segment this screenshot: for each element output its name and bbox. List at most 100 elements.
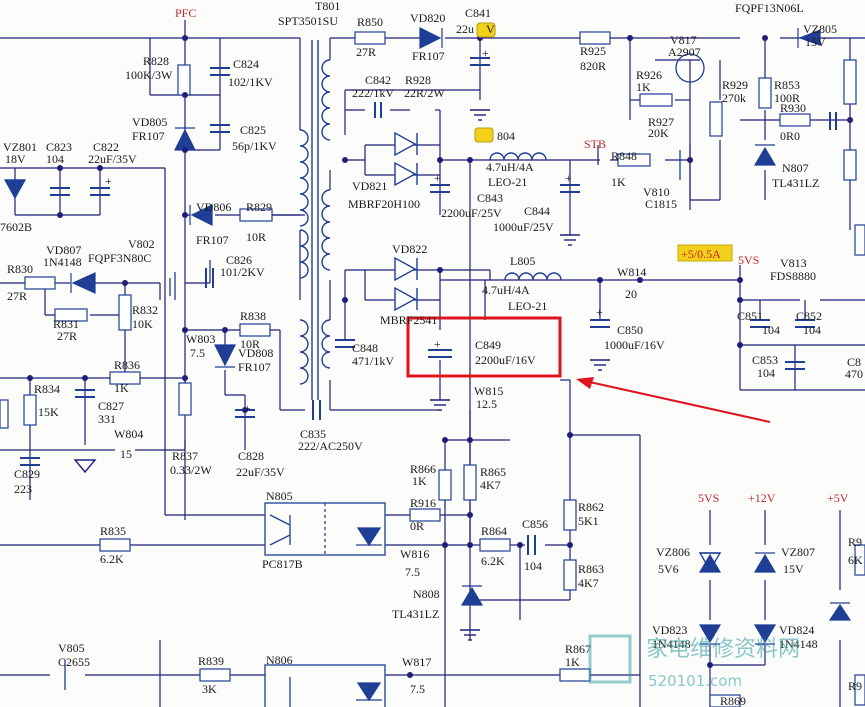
c827-value: 331 — [98, 412, 116, 426]
r828-label: R828 — [143, 54, 169, 68]
w814-label: W814 — [617, 265, 646, 279]
svg-text:+: + — [105, 174, 112, 188]
watermark-text: 家电维修资料网 — [646, 637, 800, 662]
c852-value: 104 — [803, 323, 821, 337]
vd820-value: FR107 — [412, 49, 445, 63]
r928-label: R928 — [405, 73, 431, 87]
resistors — [0, 31, 865, 707]
r850-label: R850 — [357, 15, 383, 29]
c822-label: C822 — [93, 140, 119, 154]
r869-label: R869 — [720, 694, 746, 707]
5vs-rail-label: 5VS — [698, 491, 719, 505]
r853-value: 100R — [774, 91, 800, 105]
c856-value: 104 — [524, 559, 542, 573]
c853-label: C853 — [752, 353, 778, 367]
w803-value: 7.5 — [190, 346, 205, 360]
r836-value: 1K — [114, 381, 129, 395]
c852-label: C852 — [796, 309, 822, 323]
vz807-value: 15V — [783, 562, 804, 576]
vz806-label: VZ806 — [656, 545, 690, 559]
l804-label: 804 — [497, 129, 515, 143]
l804-value: 4.7uH/4A — [486, 160, 534, 174]
r9x-label: R9 — [848, 535, 862, 549]
r9x-value: 6K — [848, 553, 863, 567]
r867-value: 1K — [565, 655, 580, 669]
vd823-value: 1N4148 — [652, 637, 691, 651]
pc817b-label: PC817B — [262, 557, 303, 571]
c835-label: C835 — [300, 427, 326, 441]
vd808-value: FR107 — [238, 360, 271, 374]
r836-label: R836 — [114, 358, 140, 372]
l804-type: LEO-21 — [488, 175, 527, 189]
w817-label: W817 — [402, 655, 431, 669]
r866-label: R866 — [410, 462, 436, 476]
vd820-label: VD820 — [410, 11, 445, 25]
svg-text:+: + — [434, 337, 441, 351]
vz801-label: VZ801 — [3, 140, 37, 154]
rectifier-diodes — [394, 131, 722, 572]
vd822-value: MBRF2541 — [380, 313, 437, 327]
c851-value: 104 — [762, 323, 780, 337]
v813-label: V813 — [780, 256, 807, 270]
v813-value: FDS8880 — [770, 269, 816, 283]
svg-text:+: + — [565, 171, 572, 185]
v805-label: V805 — [58, 641, 85, 655]
vd824-value: 1N4148 — [779, 637, 818, 651]
c848-value: 471/1kV — [352, 354, 394, 368]
svg-text:+: + — [244, 401, 251, 415]
r928-value: 22R/2W — [404, 86, 445, 100]
vd806-value: FR107 — [196, 233, 229, 247]
vd807-label: VD807 — [46, 243, 81, 257]
vd822-label: VD822 — [392, 242, 427, 256]
vd807-value: 1N4148 — [43, 255, 82, 269]
c851-label: C851 — [737, 309, 763, 323]
n805-label: N805 — [266, 489, 293, 503]
transformer-part-label: SPT3501SU — [278, 14, 338, 28]
r864-label: R864 — [481, 524, 507, 538]
c825-value: 56p/1KV — [232, 139, 277, 153]
r926-label: R926 — [636, 68, 662, 82]
r864-value: 6.2K — [481, 554, 505, 568]
r930-label: R930 — [780, 101, 806, 115]
c828-value: 22uF/35V — [236, 465, 285, 479]
r831-value: 27R — [57, 329, 77, 343]
r829-label: R829 — [246, 200, 272, 214]
r916-label: R916 — [410, 496, 436, 510]
l805-type: LEO-21 — [508, 299, 547, 313]
r863-label: R863 — [578, 562, 604, 576]
w804-label: W804 — [114, 427, 143, 441]
r839-value: 3K — [202, 682, 217, 696]
v802-label: V802 — [128, 237, 155, 251]
r9y-label: R9 — [848, 679, 862, 693]
svg-text:+: + — [482, 46, 489, 60]
vz805-label: VZ805 — [803, 22, 837, 36]
c835-value: 222/AC250V — [298, 439, 363, 453]
c824-value: 102/1KV — [228, 75, 273, 89]
v810-value: C1815 — [645, 197, 677, 211]
callouts — [474, 22, 733, 262]
wires — [0, 20, 865, 707]
r837-value: 0.33/2W — [170, 463, 212, 477]
5v-rail-label: +5V — [827, 491, 849, 505]
plus5-label: +5/0.5A — [681, 247, 721, 261]
n807-label: N807 — [782, 161, 809, 175]
v810-label: V810 — [643, 185, 670, 199]
c841-label: C841 — [465, 6, 491, 20]
c826-value: 101/2KV — [220, 265, 265, 279]
r835-value: 6.2K — [100, 552, 124, 566]
w815-value: 12.5 — [476, 397, 497, 411]
vd821-label: VD821 — [352, 179, 387, 193]
c824-label: C824 — [233, 57, 259, 71]
r929-label: R929 — [722, 78, 748, 92]
grounds — [73, 109, 610, 641]
n808-label: N808 — [413, 587, 440, 601]
r848-label: R848 — [611, 149, 637, 163]
c841-value: 22u V — [456, 22, 495, 36]
ics — [64, 53, 705, 707]
vz805-value: 15V — [805, 35, 826, 49]
vd808-label: VD808 — [238, 346, 273, 360]
vd805-value: FR107 — [132, 129, 165, 143]
r866-value: 1K — [412, 474, 427, 488]
c826-label: C826 — [226, 253, 252, 267]
